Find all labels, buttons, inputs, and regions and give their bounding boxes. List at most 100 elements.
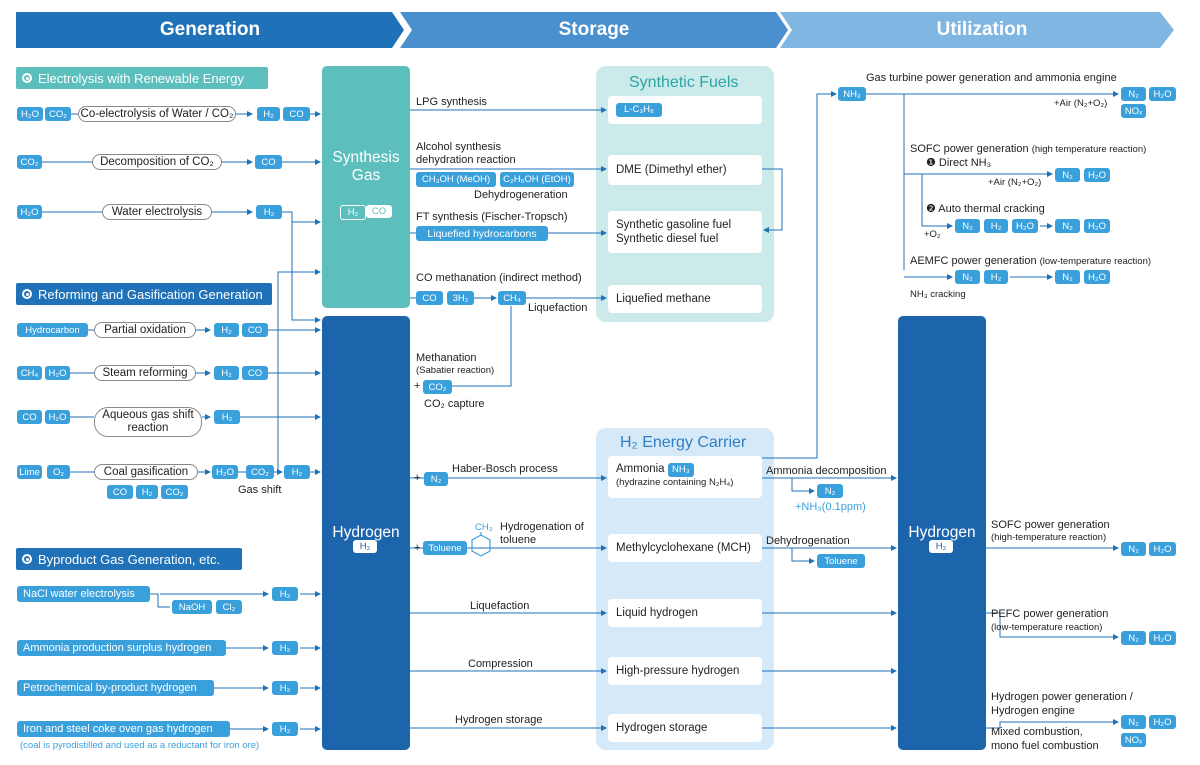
synthetic-fuels-title: Synthetic Fuels [629,74,739,91]
chip-h2: H₂ [214,323,239,337]
gas-shift-label: Gas shift [238,484,282,496]
chip-co2: CO₂ [423,380,452,394]
methanation-label: Methanation [416,352,477,364]
air-n2o2-label-b: +Air (N₂+O₂) [988,177,1042,188]
process-decomposition: Decomposition of CO₂ [92,154,222,170]
synthesis-gas-h2: H₂ [340,205,366,220]
toluene-label: toluene [500,534,537,546]
process-coelectrolysis: Co-electrolysis of Water / CO₂ [78,106,236,122]
liquefaction-h2-label: Liquefaction [470,600,530,612]
sabatier-label: (Sabatier reaction) [416,365,495,376]
byproduct-petrochemical: Petrochemical by-product hydrogen [17,680,214,696]
compression-label: Compression [468,658,533,670]
chip-co: CO [416,291,443,305]
chip-h2: H₂ [984,219,1008,233]
chip-nh3: NH₃ [838,87,866,101]
plus-sign: + [414,472,421,484]
plus-sign: + [414,542,421,554]
chip-h2o: H₂O [1149,631,1176,645]
h2-energy-carrier-title: H₂ Energy Carrier [620,434,747,451]
chip-liquefied-hydrocarbons: Liquefied hydrocarbons [416,226,548,241]
hydrogen-label: Hydrogen [332,524,400,541]
sofc-high-label: SOFC power generation (high temperature … [910,143,1146,156]
byproduct-ammonia-surplus: Ammonia production surplus hydrogen [17,640,226,656]
liquefied-methane-box: Liquefied methane [608,285,762,313]
sofc2-note: (high-temperature reaction) [991,532,1107,543]
hydrogen-util-block: Hydrogen [898,316,986,750]
chip-h2: H₂ [256,205,282,219]
hydrogen-storage-label: Hydrogen storage [455,714,543,726]
byproduct-iron-steel: Iron and steel coke oven gas hydrogen [17,721,230,737]
section-reforming: Reforming and Gasification Generation [16,283,272,305]
section-electrolysis: Electrolysis with Renewable Energy [16,67,268,89]
section-byproduct: Byproduct Gas Generation, etc. [16,548,242,570]
co-methanation-label: CO methanation (indirect method) [416,272,582,284]
chip-n2: N₂ [955,270,980,284]
hydrogenation-label: Hydrogenation of [500,521,584,533]
lpg-synthesis-label: LPG synthesis [416,96,487,108]
air-n2o2-label: +Air (N₂+O₂) [1054,98,1108,109]
chip-h2: H₂ [214,410,240,424]
ammonia-label: Ammonia [616,463,665,475]
aemfc-label: AEMFC power generation (low-temperature … [910,255,1151,268]
dehydrogenation-label: Dehydrogenation [766,535,850,547]
chip-lc3h8: L-C₃H₈ [616,103,662,117]
chip-co2: CO₂ [45,107,71,121]
chip-h2o: H₂O [1084,219,1110,233]
header-utilization: Utilization [936,19,1028,40]
liquefaction-label: Liquefaction [528,302,588,314]
chip-co: CO [107,485,133,499]
chip-h2: H₂ [984,270,1008,284]
nh3-ppm-label: +NH₃(0.1ppm) [795,501,866,513]
haber-bosch-label: Haber-Bosch process [452,463,558,475]
chip-n2: N₂ [817,484,843,498]
chip-h2: H₂ [272,641,298,655]
hydrogen-block: Hydrogen [322,316,410,750]
chip-etoh: C₂H₅OH (EtOH) [500,172,574,187]
chip-naoh: NaOH [172,600,212,614]
toluene-ring-icon [471,532,491,557]
chip-h2: H₂ [257,107,280,121]
dehydration-label: dehydration reaction [416,154,516,166]
chip-h2o: H₂O [45,366,70,380]
header-generation: Generation [159,19,261,40]
chip-co: CO [17,410,42,424]
chip-h2o: H₂O [17,107,43,121]
chip-h2: H₂ [272,681,298,695]
chip-h2o: H₂O [1012,219,1038,233]
chip-co2: CO₂ [17,155,42,169]
chip-h2o: H₂O [212,465,238,479]
h2-power-label-1: Hydrogen power generation / [991,691,1133,703]
chip-h2o: H₂O [1084,270,1110,284]
chip-meoh: CH₃OH (MeOH) [416,172,496,187]
section-reforming-label: Reforming and Gasification Generation [38,286,263,302]
lpg-box: L-C₃H₈ [608,96,762,124]
nh3-cracking-label: NH₃ cracking [910,289,966,300]
chip-n2: N₂ [955,219,980,233]
dehydrogeneration-label: Dehydrogeneration [474,189,568,201]
iron-note: (coal is pyrodistilled and used as a red… [20,740,260,751]
section-electrolysis-label: Electrolysis with Renewable Energy [38,70,244,86]
aemfc-note: (low-temperature reaction) [1039,256,1152,267]
chip-toluene: Toluene [423,541,467,555]
chip-n2: N₂ [1055,270,1080,284]
chip-n2: N₂ [1121,631,1146,645]
o2-label: +O₂ [924,229,941,240]
hydrogen-storage-box: Hydrogen storage [608,714,762,742]
header-storage: Storage [558,19,630,40]
chip-n2: N₂ [424,472,448,486]
process-steam-reforming: Steam reforming [94,365,196,381]
co2-capture-label: CO₂ capture [424,398,485,410]
aemfc-title: AEMFC power generation [910,255,1037,267]
chip-n2: N₂ [1055,168,1080,182]
chip-h2o: H₂O [1149,715,1176,729]
alcohol-synthesis-label: Alcohol synthesis [416,141,501,153]
sofc2-label: SOFC power generation [991,519,1110,531]
ft-synthesis-label: FT synthesis (Fischer-Tropsch) [416,211,568,223]
chip-n2: N₂ [1121,87,1146,101]
chip-co2: CO₂ [246,465,274,479]
chip-ch4: CH₄ [17,366,42,380]
